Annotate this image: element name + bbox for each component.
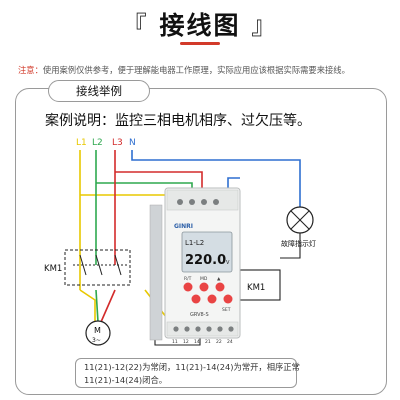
- lcd-display: [181, 231, 233, 273]
- display-unit: V: [226, 260, 230, 266]
- terminal-label: 22: [216, 339, 222, 345]
- button-rt[interactable]: [183, 282, 193, 292]
- caption-line-1: 11(21)-12(22)为常闭，11(21)-14(24)为常开，相序正常: [84, 362, 300, 372]
- relay-device: GINRI L1-L2 220.0 V R/T MD ▲ SET GRV8-S …: [164, 187, 241, 345]
- terminal-screw-icon: [213, 199, 219, 205]
- display-top: L1-L2: [185, 239, 204, 247]
- contactor-left: [64, 249, 131, 286]
- button-up[interactable]: [215, 282, 225, 292]
- page-title: 『 接线图 』: [121, 11, 279, 40]
- button-down[interactable]: [191, 294, 201, 304]
- lamp-label: 故障指示灯: [281, 239, 316, 248]
- lamp-icon: [286, 206, 314, 234]
- model-label: GRV8-S: [190, 312, 209, 318]
- terminal-label: 11: [172, 339, 178, 345]
- button-label: R/T: [184, 276, 192, 282]
- button-left[interactable]: [207, 294, 217, 304]
- button-set[interactable]: [223, 294, 233, 304]
- terminal-screw-icon: [189, 199, 195, 205]
- contactor-left-label: KM1: [44, 264, 62, 274]
- terminal-screw-icon: [184, 326, 190, 332]
- contactor-right: [239, 269, 281, 301]
- label-l2: L2: [92, 138, 103, 148]
- terminal-label: 24: [227, 339, 233, 345]
- motor-phase: 3~: [92, 337, 101, 344]
- terminal-label: 21: [205, 339, 211, 345]
- contactor-right-label: KM1: [247, 283, 265, 293]
- section-tab: 接线举例: [48, 80, 150, 102]
- label-l3: L3: [112, 138, 123, 148]
- brand-logo: GINRI: [174, 223, 193, 230]
- wire-n: [131, 150, 301, 207]
- terminal-screw-icon: [195, 326, 201, 332]
- caption-line-2: 11(21)-14(24)闭合。: [84, 375, 168, 385]
- motor: M 3~: [85, 320, 111, 346]
- display-reading: 220.0: [185, 253, 226, 268]
- caption-box: 11(21)-12(22)为常闭，11(21)-14(24)为常开，相序正常 1…: [75, 358, 300, 388]
- terminal-screw-icon: [173, 326, 179, 332]
- terminal-label: 14: [194, 339, 200, 345]
- button-label: ▲: [217, 277, 221, 282]
- button-md[interactable]: [199, 282, 209, 292]
- label-n: N: [129, 138, 136, 148]
- terminal-screw-icon: [206, 326, 212, 332]
- notice-lead: 注意：: [18, 65, 43, 75]
- terminal-screw-icon: [177, 199, 183, 205]
- terminal-screw-icon: [217, 326, 223, 332]
- example-description: 案例说明：监控三相电机相序、过欠压等。: [45, 113, 311, 129]
- notice-body: 使用案例仅供参考，便于理解能电器工作原理，实际应用应该根据实际需要来接线。: [42, 65, 350, 75]
- terminal-screw-icon: [201, 199, 207, 205]
- title-underline: [180, 42, 220, 45]
- terminal-screw-icon: [228, 326, 234, 332]
- notice-text: 注意：使用案例仅供参考，便于理解能电器工作原理，实际应用应该根据实际需要来接线。: [18, 64, 388, 76]
- din-rail: [149, 204, 163, 341]
- button-label: SET: [222, 307, 231, 313]
- button-label: MD: [200, 276, 208, 282]
- terminal-label: 12: [183, 339, 189, 345]
- label-l1: L1: [76, 138, 87, 148]
- title-text: 接线图: [159, 11, 241, 40]
- motor-symbol: M: [94, 326, 101, 335]
